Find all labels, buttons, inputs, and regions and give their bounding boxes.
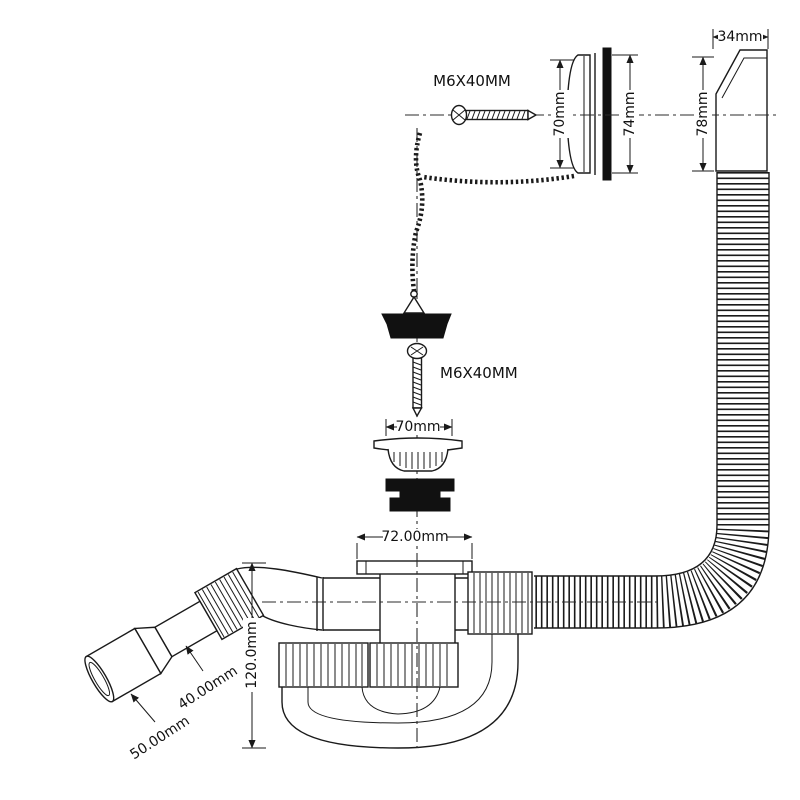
waste-gasket <box>385 478 455 512</box>
dim-50mm-label: 50.00mm <box>127 713 192 763</box>
screw-tip <box>527 109 538 121</box>
outlet-nut-ribs <box>197 571 260 638</box>
hose-union-nut <box>467 571 533 635</box>
dimension-70mm-plate: 70mm <box>550 59 574 169</box>
plug-chain <box>410 132 575 292</box>
dimension-120mm: 120.0mm <box>242 562 266 749</box>
outlet-opening-outer <box>84 655 115 703</box>
dimension-78mm: 78mm <box>692 56 714 172</box>
screw-spec-top-label: M6X40MM <box>433 72 511 90</box>
dimension-74mm: 74mm <box>612 54 639 174</box>
outlet-elbow-bottom <box>262 615 323 631</box>
overflow-elbow <box>715 49 768 172</box>
dimension-34mm: 34mm <box>712 29 769 49</box>
screw-head-cross <box>452 109 466 121</box>
plug-cone-link <box>402 295 426 314</box>
trap-nut-right <box>369 642 459 688</box>
overflow-seal-washer <box>602 47 612 181</box>
outlet-spout-assembly <box>84 567 265 703</box>
trap-bowl-inner <box>307 634 493 724</box>
hose-union-nut-ribs <box>473 573 529 633</box>
dim-74mm-label: 74mm <box>622 91 638 136</box>
overflow-faceplate <box>566 53 596 175</box>
hose-outline-outer <box>534 172 770 629</box>
waste-screw-head-cross <box>410 346 424 356</box>
dim-40mm-label: 40.00mm <box>175 663 240 713</box>
dimension-70mm-flange: 70mm <box>385 419 453 436</box>
plug-body <box>381 313 452 339</box>
waste-flange <box>373 437 463 472</box>
dim-72mm-label: 72.00mm <box>381 529 448 545</box>
waste-screw-threads <box>412 361 422 406</box>
trap-top-flange <box>356 560 473 575</box>
elbow-body <box>715 49 768 172</box>
overflow-screw <box>450 104 538 126</box>
dim-120mm-label: 120.0mm <box>244 621 260 688</box>
chain-horizontal <box>422 173 575 185</box>
hose-ribs <box>534 172 769 628</box>
dimension-40mm: 40.00mm <box>175 645 241 713</box>
waste-screw <box>406 342 428 418</box>
flexible-overflow-hose <box>534 172 770 629</box>
dim-78mm-label: 78mm <box>695 91 711 136</box>
bath-plug <box>381 290 452 339</box>
trap-dip-tube <box>361 686 441 715</box>
waste-screw-tip <box>411 407 423 418</box>
outlet-elbow-top <box>236 566 323 579</box>
tee-pipe-right <box>455 577 468 631</box>
hose-outline-inner <box>534 172 718 577</box>
screw-spec-mid-label: M6X40MM <box>440 364 518 382</box>
trap-nut-right-ribs <box>376 644 448 686</box>
flange-bowl-hatch <box>393 452 443 469</box>
chain-vertical <box>410 132 425 292</box>
waste-trap <box>84 560 533 749</box>
elbow-inner-slant <box>721 57 767 99</box>
outlet-opening-inner <box>88 661 111 697</box>
tee-pipe-left <box>323 577 380 631</box>
faceplate-profile <box>566 54 591 174</box>
dimension-72mm: 72.00mm <box>356 529 473 559</box>
trap-nut-left <box>278 642 369 688</box>
dim-70mm-plate-label: 70mm <box>552 91 568 136</box>
trap-nut-left-ribs <box>285 644 363 686</box>
dim-34mm-label: 34mm <box>717 29 762 45</box>
dim-70mm-flange-label: 70mm <box>395 419 440 435</box>
screw-threads <box>466 110 526 120</box>
